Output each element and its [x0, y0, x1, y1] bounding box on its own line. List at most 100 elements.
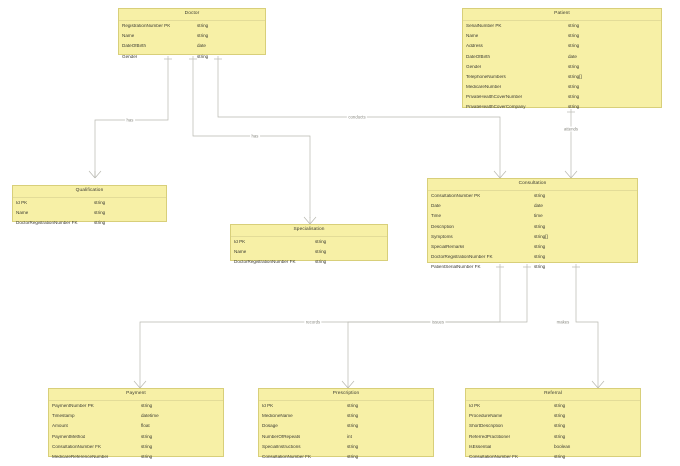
entity-field-row[interactable]: PatientSerialNumber FK string — [428, 262, 637, 272]
field-name: PatientSerialNumber FK — [431, 265, 481, 270]
entity-bottom-pad — [231, 268, 387, 272]
field-type: string — [568, 84, 580, 90]
edge-label-doctor-qualification: has — [125, 117, 135, 123]
field-type: string — [554, 402, 566, 408]
field-type: string — [568, 104, 580, 110]
field-type: date — [568, 53, 577, 59]
field-type: string — [315, 238, 327, 244]
field-type: string — [534, 223, 546, 229]
field-type: string — [94, 210, 106, 216]
edge-label-consultation-prescription: issues — [430, 319, 446, 325]
field-type: string — [554, 413, 566, 419]
field-name: RegistrationNumber PK — [122, 23, 171, 28]
entity-field-row[interactable]: DoctorRegistrationNumber FK string — [428, 252, 637, 262]
field-type: boolean — [554, 443, 571, 449]
field-name: ConsultationNumber FK — [262, 454, 312, 459]
field-name: DoctorRegistrationNumber FK — [431, 255, 493, 260]
field-name: SerialNumber PK — [466, 23, 502, 28]
field-type: string — [568, 33, 580, 39]
field-type: string — [534, 264, 546, 270]
edge-label-doctor-specialisation: has — [250, 133, 260, 139]
entity-field-row[interactable]: DateOfBirth date — [463, 52, 661, 62]
field-type: time — [534, 213, 543, 219]
edge-label-consultation-payment: records — [304, 319, 322, 325]
entity-title: Patient — [463, 9, 661, 22]
field-name: ConsultationNumber PK — [431, 193, 481, 198]
field-type: string — [315, 259, 327, 265]
field-name: Symptoms — [431, 234, 453, 239]
field-name: ReferredPractitioner — [469, 434, 511, 439]
field-type: string — [554, 423, 566, 429]
entity-title: Referral — [466, 389, 640, 402]
edge-label-patient-consultation: attends — [562, 126, 580, 132]
entity-field-row[interactable]: IsEssential boolean — [466, 442, 640, 452]
field-name: MedicareReferenceNumber — [52, 454, 109, 459]
field-name: Address — [466, 44, 483, 49]
edge-label-consultation-referral: makes — [555, 319, 571, 325]
field-name: DateOfBirth — [466, 54, 490, 59]
field-name: Description — [431, 224, 454, 229]
field-name: Dosage — [262, 424, 278, 429]
field-type: string — [534, 254, 546, 260]
field-name: IsEssential — [469, 444, 492, 449]
field-name: MedicineName — [262, 414, 293, 419]
field-name: Name — [234, 250, 247, 255]
entity-title: Prescription — [259, 389, 433, 402]
entity-field-row[interactable]: Description string — [428, 222, 637, 232]
field-type: string — [554, 453, 566, 459]
marker-many-referral — [591, 380, 605, 389]
